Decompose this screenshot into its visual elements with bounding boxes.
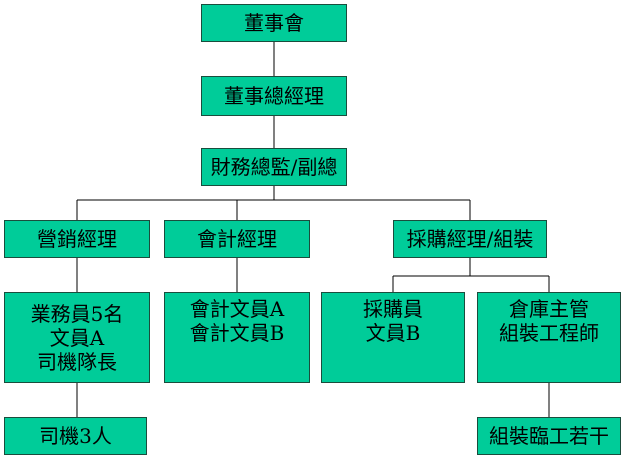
node-drivers: 司機3人 bbox=[4, 417, 147, 455]
node-general-manager: 董事總經理 bbox=[201, 76, 347, 116]
node-purchasing-manager: 採購經理/組裝 bbox=[393, 220, 547, 258]
node-general-manager-line-1: 董事總經理 bbox=[224, 84, 324, 108]
node-sales-manager: 營銷經理 bbox=[4, 220, 150, 258]
node-assembly-workers: 組裝臨工若干 bbox=[477, 417, 621, 455]
node-board: 董事會 bbox=[201, 4, 347, 42]
node-purchasing-staff: 採購員 文員B bbox=[321, 292, 465, 383]
node-warehouse-assembly-line-2: 組裝工程師 bbox=[499, 321, 599, 345]
node-accounting-staff-line-1: 會計文員A bbox=[189, 297, 285, 321]
node-sales-staff-line-3: 司機隊長 bbox=[37, 349, 117, 374]
node-board-line-1: 董事會 bbox=[244, 11, 304, 35]
node-purchasing-staff-line-1: 採購員 bbox=[363, 297, 423, 321]
node-finance-director: 財務總監/副總 bbox=[201, 148, 347, 186]
node-purchasing-manager-line-1: 採購經理/組裝 bbox=[406, 227, 534, 251]
node-sales-staff-line-1: 業務員5名 bbox=[30, 301, 124, 326]
node-accounting-staff-line-2: 會計文員B bbox=[189, 321, 285, 345]
node-purchasing-staff-line-2: 文員B bbox=[365, 321, 421, 345]
node-sales-staff-line-2: 文員A bbox=[49, 325, 105, 350]
node-sales-staff: 業務員5名 文員A 司機隊長 bbox=[4, 292, 150, 383]
node-assembly-workers-line-1: 組裝臨工若干 bbox=[489, 424, 609, 448]
node-sales-manager-line-1: 營銷經理 bbox=[37, 227, 117, 251]
node-accounting-staff: 會計文員A 會計文員B bbox=[164, 292, 310, 383]
node-finance-director-line-1: 財務總監/副總 bbox=[210, 155, 338, 179]
node-accounting-manager-line-1: 會計經理 bbox=[197, 227, 277, 251]
node-warehouse-assembly: 倉庫主管 組裝工程師 bbox=[477, 292, 621, 383]
node-warehouse-assembly-line-1: 倉庫主管 bbox=[509, 297, 589, 321]
node-accounting-manager: 會計經理 bbox=[164, 220, 310, 258]
node-drivers-line-1: 司機3人 bbox=[39, 424, 112, 448]
